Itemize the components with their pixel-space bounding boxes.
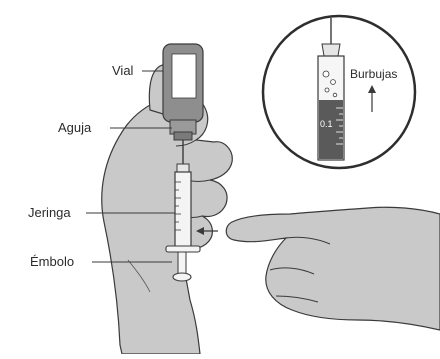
label-plunger: Émbolo — [30, 255, 74, 268]
label-needle: Aguja — [58, 121, 91, 134]
label-vial: Vial — [112, 64, 133, 77]
plunger-flange — [166, 246, 200, 252]
magnifier — [263, 16, 415, 168]
right-hand — [226, 207, 440, 330]
label-syringe: Jeringa — [28, 206, 71, 219]
syringe-barrel — [175, 172, 191, 248]
label-bubbles: Burbujas — [350, 68, 397, 80]
liquid — [319, 100, 343, 159]
plunger-head — [173, 273, 191, 281]
scale-mark: 0.1 — [320, 120, 333, 129]
